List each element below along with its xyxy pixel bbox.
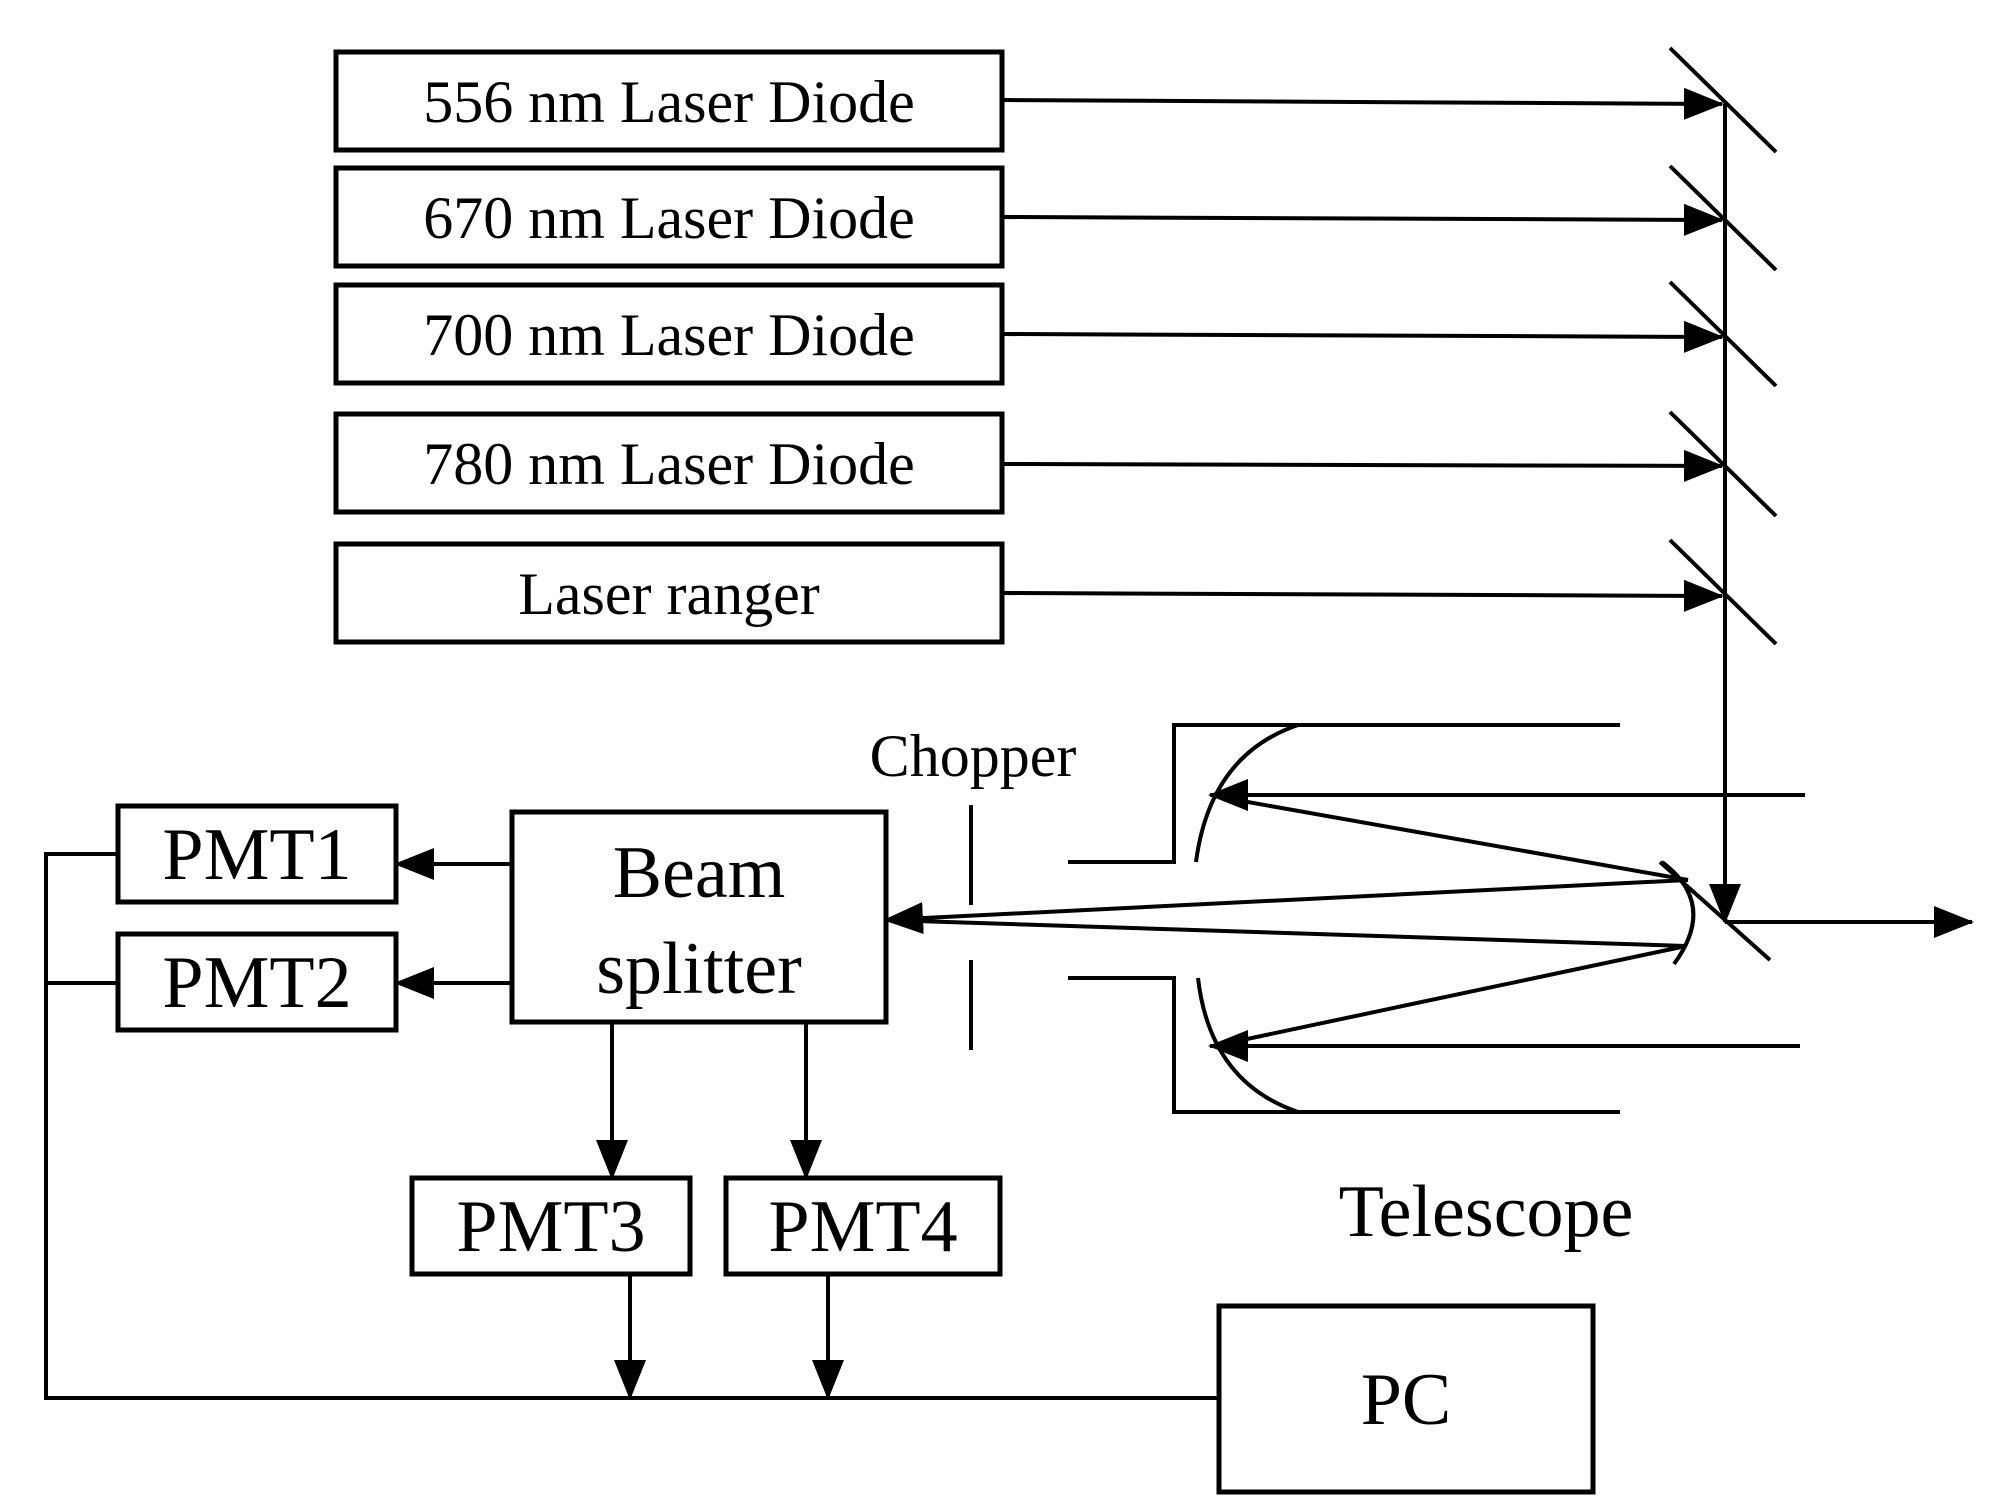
beam-splitter-label-line2: splitter bbox=[596, 928, 802, 1010]
laser-556-label: 556 nm Laser Diode bbox=[423, 69, 915, 135]
pmt2-label: PMT2 bbox=[162, 942, 351, 1024]
laser-780-box bbox=[333, 411, 1005, 515]
telescope bbox=[1068, 723, 1805, 1114]
primary-mirror-lower bbox=[1196, 977, 1299, 1114]
laser-670-block: 670 nm Laser Diode bbox=[333, 165, 1005, 269]
ray-primary-to-secondary-upper bbox=[1213, 794, 1689, 882]
laser-700-label: 700 nm Laser Diode bbox=[423, 302, 915, 368]
pc-block: PC bbox=[1216, 1303, 1596, 1495]
laser-700-block: 700 nm Laser Diode bbox=[333, 282, 1005, 386]
laser-556-box bbox=[333, 49, 1005, 153]
pmt2-block: PMT2 bbox=[115, 931, 399, 1033]
chopper-label: Chopper bbox=[870, 723, 1077, 789]
pmt3-block: PMT3 bbox=[409, 1175, 693, 1277]
beam-arrow-700 bbox=[1001, 320, 1724, 353]
pc-label: PC bbox=[1361, 1359, 1452, 1441]
primary-mirror-upper bbox=[1194, 723, 1299, 863]
pmt3-box bbox=[409, 1175, 693, 1277]
laser-ranger-box bbox=[333, 541, 1005, 645]
pmt1-label: PMT1 bbox=[162, 814, 351, 896]
telescope-upper-housing bbox=[1068, 723, 1620, 864]
ray-secondary-to-splitter-lower bbox=[884, 918, 1687, 948]
laser-780-label: 780 nm Laser Diode bbox=[423, 431, 915, 497]
ray-secondary-to-splitter-upper bbox=[883, 878, 1689, 935]
ray-primary-to-secondary-lower bbox=[1213, 944, 1687, 1048]
laser-700-box bbox=[333, 282, 1005, 386]
pc-box bbox=[1216, 1303, 1596, 1495]
laser-780-block: 780 nm Laser Diode bbox=[333, 411, 1005, 515]
pmt3-label: PMT3 bbox=[456, 1186, 645, 1268]
laser-556-block: 556 nm Laser Diode bbox=[333, 49, 1005, 153]
telescope-label: Telescope bbox=[1339, 1171, 1634, 1253]
telescope-lower-housing bbox=[1068, 976, 1620, 1114]
beam-arrow-780 bbox=[1001, 449, 1724, 482]
pmt4-label: PMT4 bbox=[768, 1186, 957, 1268]
beam-arrow-556 bbox=[1001, 87, 1724, 120]
pmt1-block: PMT1 bbox=[115, 803, 399, 905]
beam-splitter-box bbox=[509, 809, 889, 1025]
beam-arrow-670 bbox=[1001, 203, 1724, 236]
laser-ranger-label: Laser ranger bbox=[518, 561, 819, 627]
pmt4-block: PMT4 bbox=[723, 1175, 1003, 1277]
chopper: Chopper bbox=[870, 723, 1077, 1050]
laser-ranger-block: Laser ranger bbox=[333, 541, 1005, 645]
laser-670-label: 670 nm Laser Diode bbox=[423, 185, 915, 251]
pmt1-box bbox=[115, 803, 399, 905]
laser-670-box bbox=[333, 165, 1005, 269]
mirror-556 bbox=[1668, 46, 1778, 154]
pmt4-box bbox=[723, 1175, 1003, 1277]
beam-arrow-ranger bbox=[1001, 579, 1724, 612]
beam-splitter-label-line1: Beam bbox=[613, 832, 786, 914]
beam-splitter-block: Beam splitter bbox=[509, 809, 889, 1025]
